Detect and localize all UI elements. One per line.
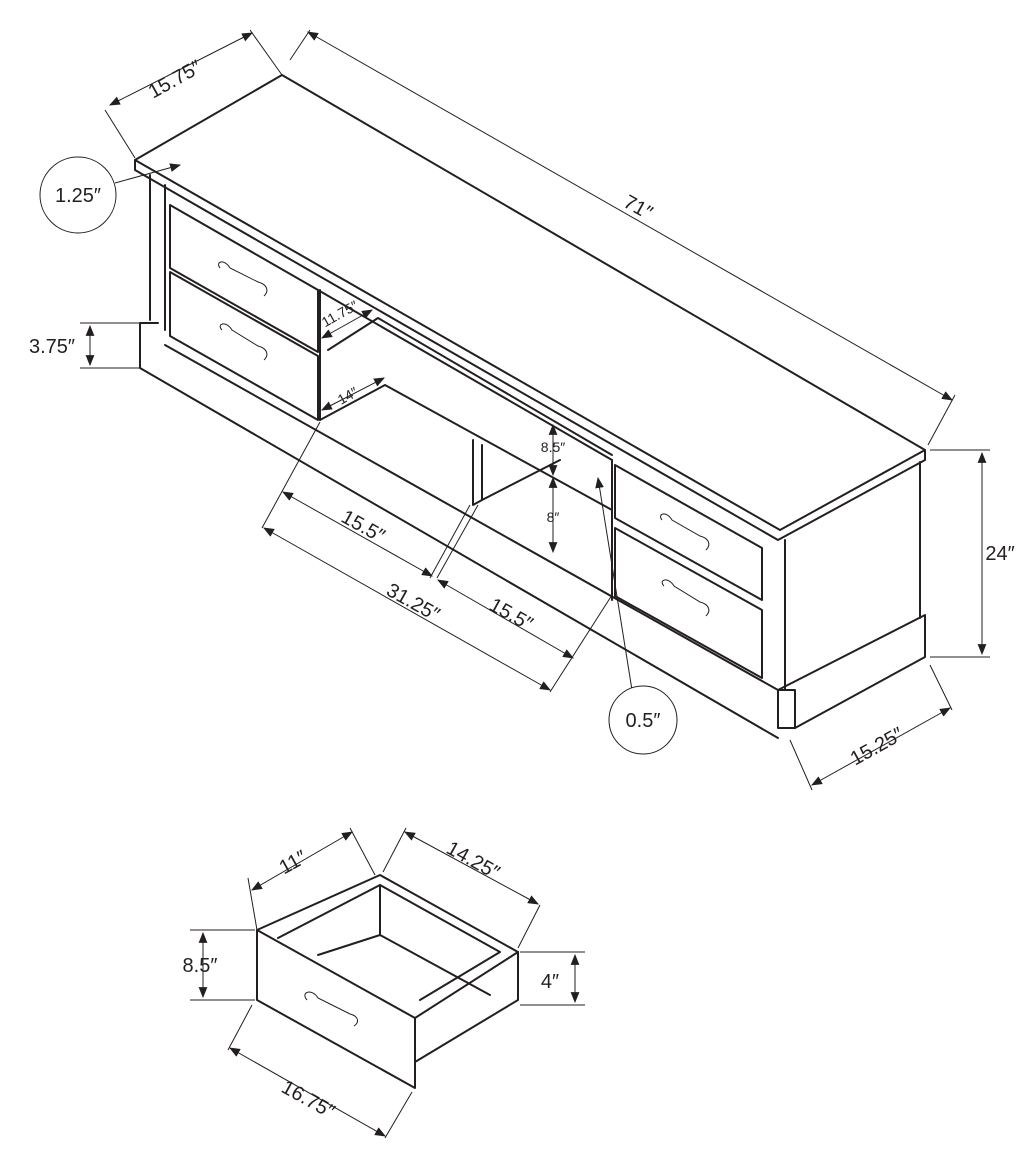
tv-stand-drawing: [134, 74, 926, 739]
drawer-dimension-lines: [190, 827, 585, 1139]
label-top-depth: 15.75″: [145, 56, 206, 103]
dimension-lines: [80, 29, 990, 791]
label-shelf-width-left: 15.5″: [337, 506, 388, 548]
label-divider-thickness: 0.5″: [626, 710, 661, 732]
label-upper-shelf-height: 8.5″: [541, 439, 565, 455]
label-shelf-width-right: 15.5″: [485, 594, 536, 636]
label-drawer-box-height: 4″: [541, 971, 559, 993]
label-center-width: 31.25″: [383, 579, 444, 626]
callout-circle: [39, 156, 117, 234]
label-base-height: 3.75″: [29, 336, 75, 358]
label-drawer-front-width: 16.75″: [278, 1076, 339, 1123]
callout-circle: [608, 685, 678, 755]
label-drawer-front-height: 8.5″: [183, 955, 218, 977]
label-base-depth: 15.25″: [847, 723, 908, 770]
label-lower-shelf-height: 8″: [547, 509, 560, 525]
label-top-thickness: 1.25″: [55, 185, 101, 207]
label-total-width: 71″: [620, 191, 656, 224]
drawer-drawing: [256, 874, 519, 1089]
label-shelf-depth-lower: 14″: [335, 384, 361, 408]
label-total-height: 24″: [985, 543, 1014, 565]
label-drawer-depth: 11″: [276, 846, 311, 879]
drawer-handle-icon: [218, 261, 710, 617]
label-drawer-interior-width: 14.25″: [443, 837, 504, 884]
